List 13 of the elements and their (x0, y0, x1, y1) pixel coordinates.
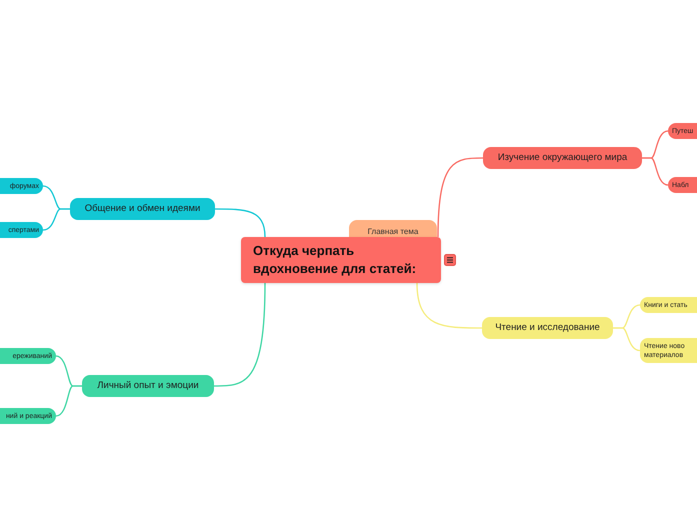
connector-line (214, 282, 266, 387)
connector-line (613, 327, 640, 352)
branch-pill: Личный опыт и эмоции (82, 375, 214, 397)
connector-line (642, 157, 668, 186)
topic-box: Откуда черпать вдохновение для статей: (241, 237, 441, 283)
connector-line (42, 208, 70, 231)
connector-line (416, 282, 482, 329)
connector-line (56, 385, 82, 417)
branch-pill: Общение и обмен идеями (70, 198, 215, 220)
connector-line (215, 208, 266, 238)
connector-line (437, 157, 483, 238)
branch-pill: Чтение и исследование (482, 317, 613, 339)
branch-pill: Изучение окружающего мира (483, 147, 642, 169)
